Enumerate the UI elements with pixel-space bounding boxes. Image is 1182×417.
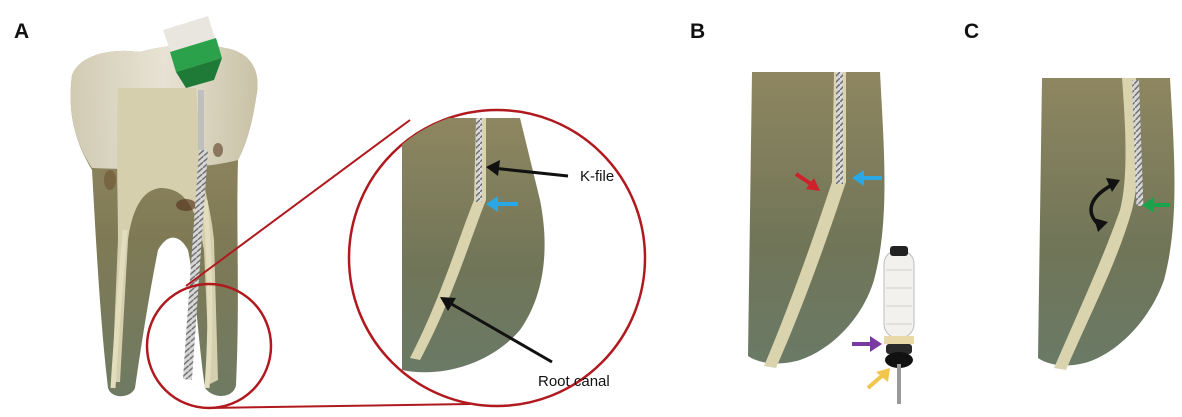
purple-arrow [852, 336, 882, 352]
panel-letter-a: A [14, 20, 29, 43]
panel-c-root [1038, 78, 1175, 370]
magnify-connector-bottom [209, 404, 470, 408]
root-canal-label: Root canal [538, 373, 610, 390]
panel-letter-c: C [964, 20, 979, 43]
panel-letter-b: B [690, 20, 705, 43]
k-file-label: K-file [580, 168, 614, 185]
tooth-illustration [71, 16, 258, 396]
file-handle-with-stopper [884, 246, 914, 404]
panel-b-root [748, 72, 885, 368]
yellow-arrow [868, 368, 890, 388]
